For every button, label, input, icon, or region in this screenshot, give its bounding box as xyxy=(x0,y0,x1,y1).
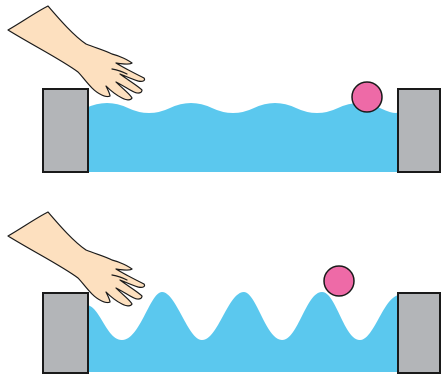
ball xyxy=(352,82,382,112)
hand xyxy=(8,212,145,306)
ball xyxy=(324,266,354,296)
right-wall xyxy=(398,89,440,172)
panel-large-waves xyxy=(8,212,440,373)
right-wall xyxy=(398,293,440,373)
left-wall xyxy=(43,293,88,373)
water-large-waves xyxy=(86,292,400,372)
panel-small-waves xyxy=(8,6,440,172)
water-small-waves xyxy=(86,103,400,172)
hand xyxy=(8,6,145,100)
left-wall xyxy=(43,89,88,172)
